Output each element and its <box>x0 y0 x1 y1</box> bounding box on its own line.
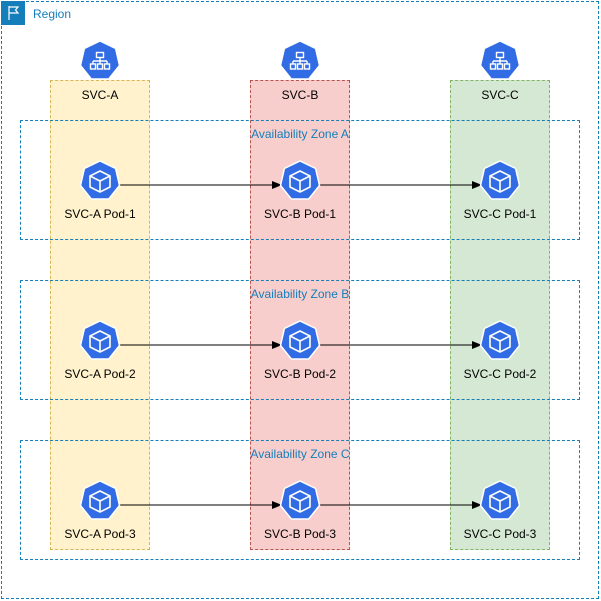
kubernetes-pod-icon <box>279 160 321 200</box>
kubernetes-pod-icon <box>279 320 321 360</box>
pod-label: SVC-A Pod-1 <box>64 207 136 221</box>
kubernetes-service-icon <box>79 40 121 80</box>
kubernetes-pod-icon <box>279 480 321 520</box>
kubernetes-pod-icon <box>79 160 121 200</box>
svc-c-column <box>450 80 550 550</box>
pod-label: SVC-C Pod-2 <box>463 367 537 381</box>
svc-a-column <box>50 80 150 550</box>
svc-c-label: SVC-C <box>481 88 519 102</box>
pod-label: SVC-C Pod-3 <box>463 527 537 541</box>
kubernetes-pod-icon <box>479 320 521 360</box>
region-flag-icon <box>1 1 25 25</box>
pod-label: SVC-A Pod-2 <box>64 367 136 381</box>
availability-zone-c <box>20 440 580 560</box>
pod-label: SVC-B Pod-1 <box>263 207 337 221</box>
svc-b-label: SVC-B <box>281 88 319 102</box>
pod-label: SVC-B Pod-2 <box>263 367 337 381</box>
availability-zone-a-label: Availability Zone A <box>251 127 349 141</box>
region-label: Region <box>33 7 72 21</box>
kubernetes-pod-icon <box>479 480 521 520</box>
kubernetes-service-icon <box>479 40 521 80</box>
availability-zone-b <box>20 280 580 400</box>
svc-b-column <box>250 80 350 550</box>
pod-label: SVC-B Pod-3 <box>263 527 337 541</box>
availability-zone-a <box>20 120 580 240</box>
svc-a-label: SVC-A <box>81 88 119 102</box>
pod-label: SVC-A Pod-3 <box>64 527 136 541</box>
availability-zone-c-label: Availability Zone C <box>250 447 350 461</box>
availability-zone-b-label: Availability Zone B <box>250 287 350 301</box>
kubernetes-pod-icon <box>79 480 121 520</box>
kubernetes-pod-icon <box>79 320 121 360</box>
pod-label: SVC-C Pod-1 <box>463 207 537 221</box>
kubernetes-pod-icon <box>479 160 521 200</box>
kubernetes-service-icon <box>279 40 321 80</box>
